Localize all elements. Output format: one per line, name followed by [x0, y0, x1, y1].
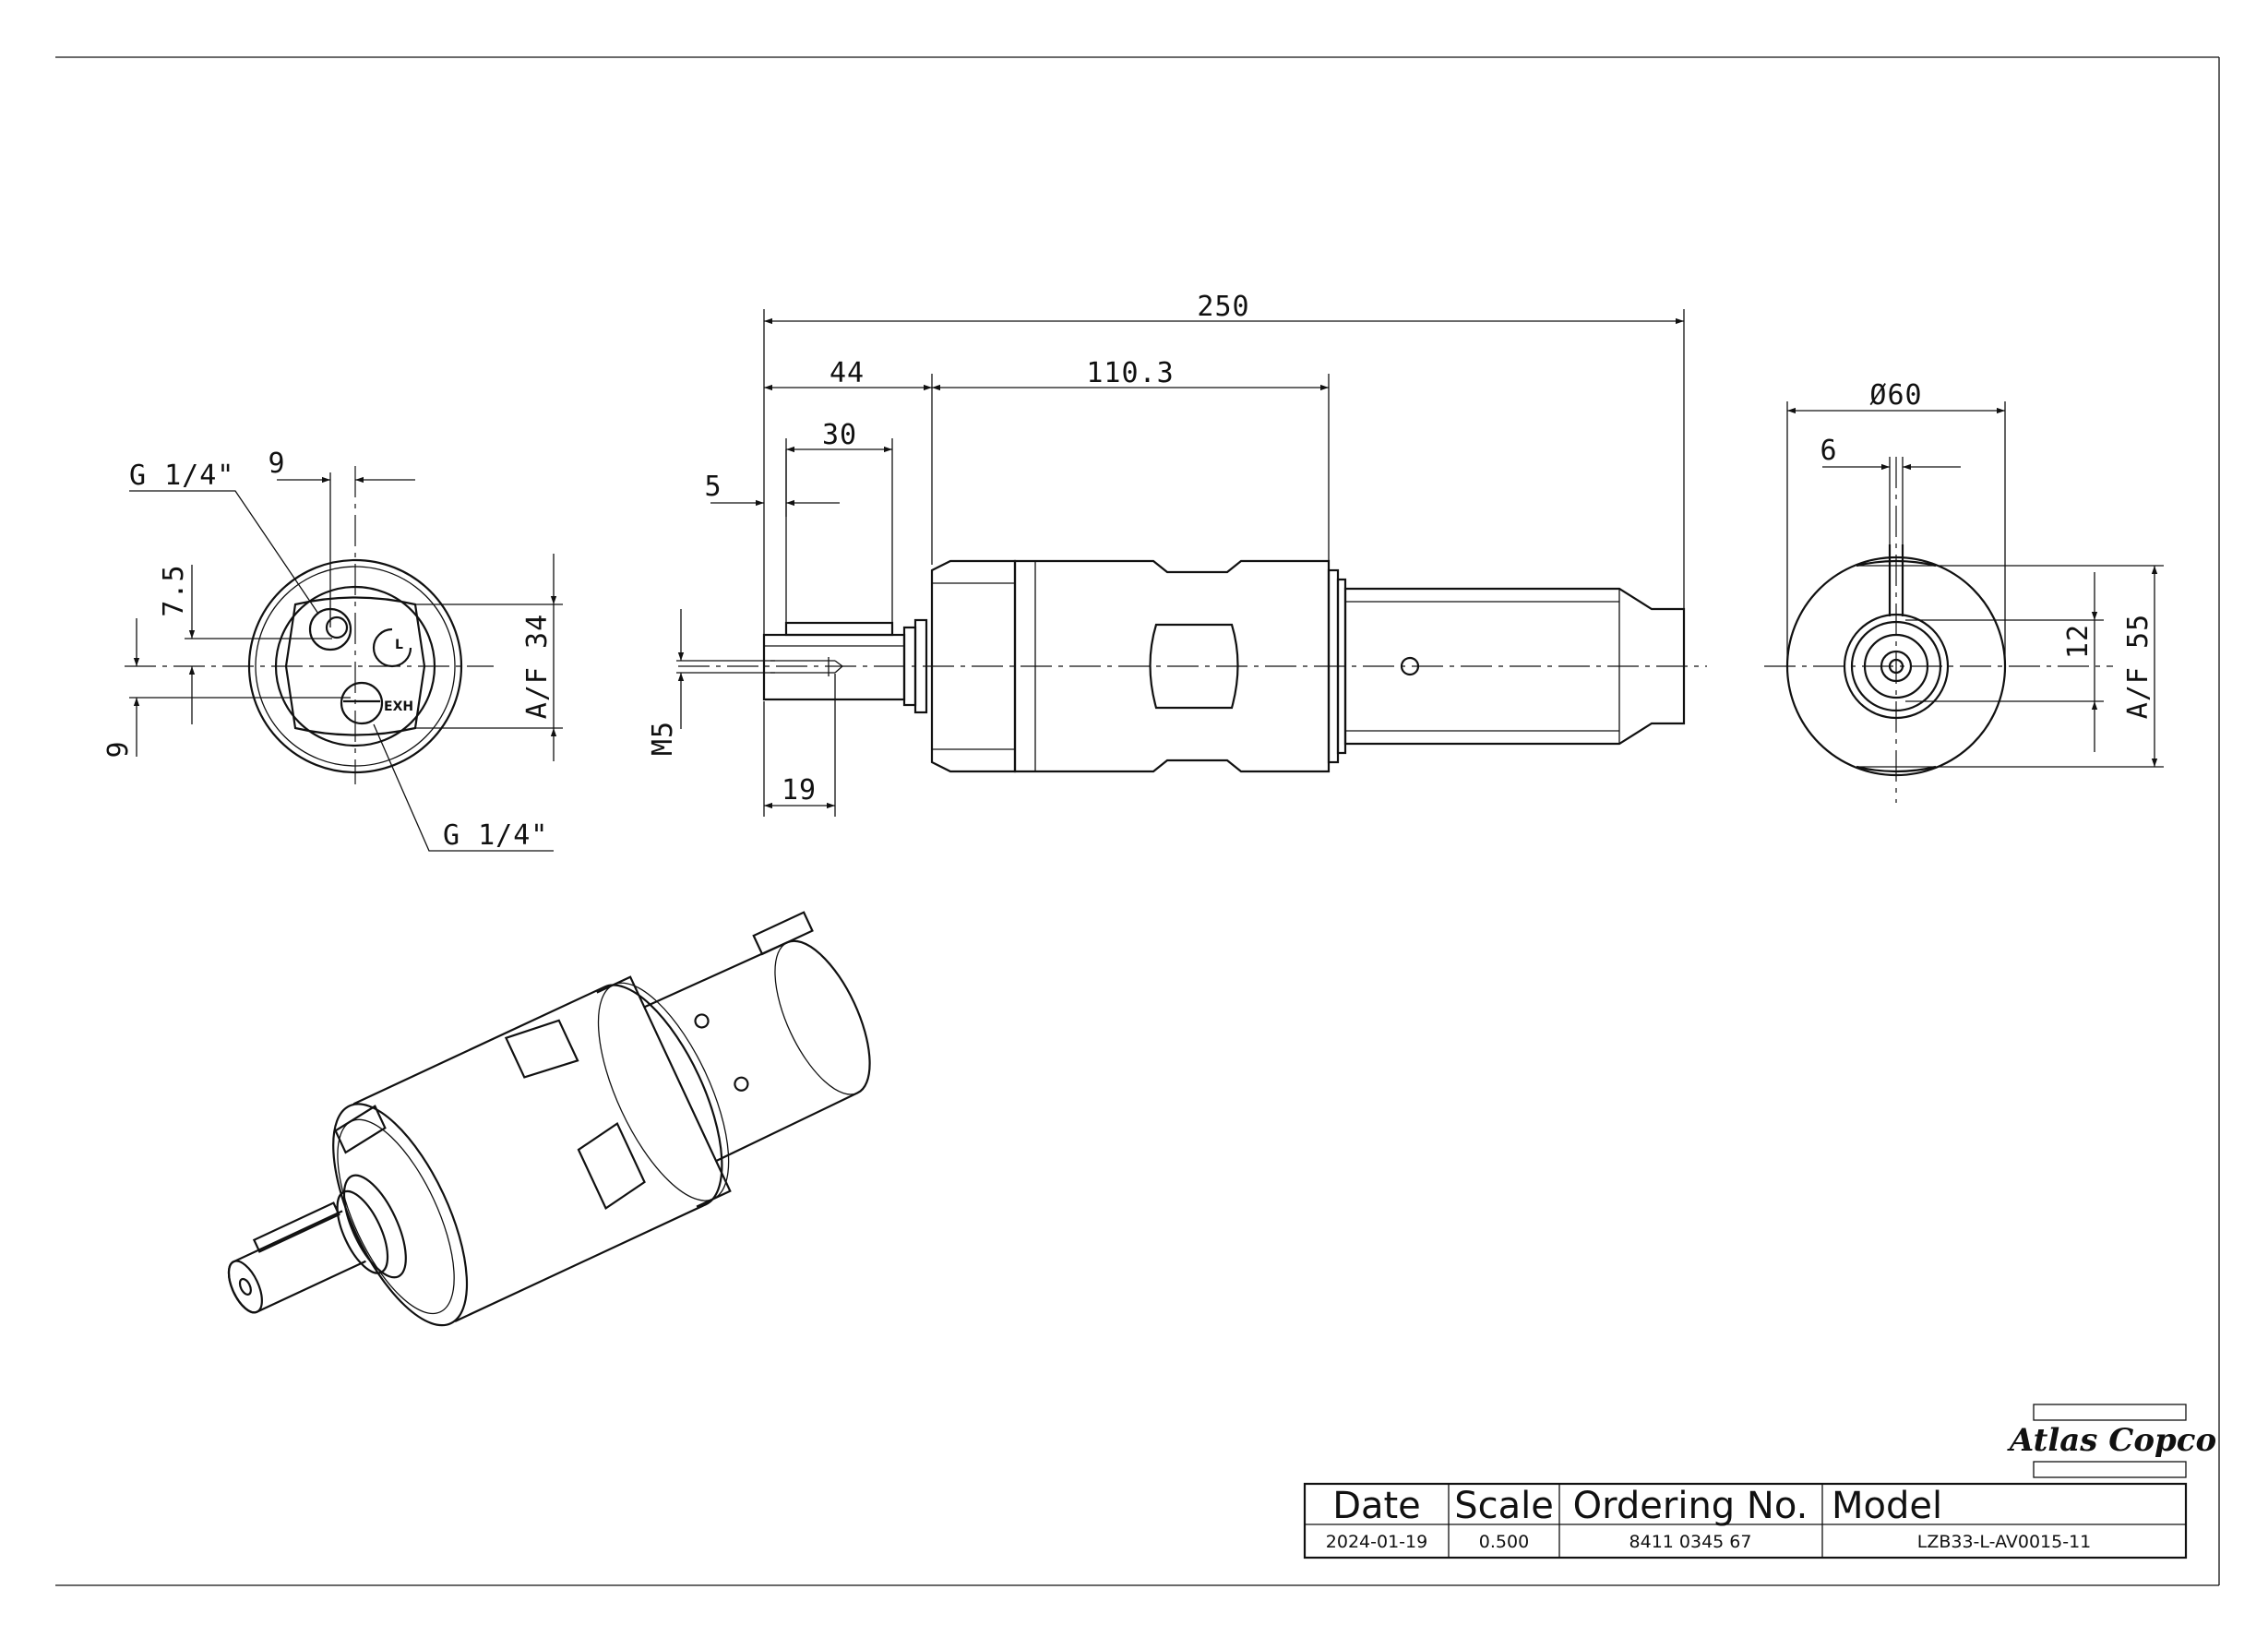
dim-thread-depth: 19 [782, 774, 817, 807]
rear-end-view: Ø60 6 12 A/F 55 [1764, 379, 2164, 803]
title-block-scale: 0.500 [1479, 1532, 1529, 1552]
dim-port-offset-lower: 9 [102, 740, 135, 758]
title-block-date: 2024-01-19 [1326, 1532, 1427, 1552]
exhaust-label: EXH [384, 699, 413, 714]
dim-body-length: 110.3 [1086, 357, 1174, 389]
dim-port-spacing: 9 [268, 448, 285, 480]
dim-overall-length: 250 [1197, 291, 1249, 323]
dim-af-small: A/F 34 [521, 614, 554, 719]
dim-shaft-offset: 5 [704, 471, 722, 503]
side-view: 250 44 110.3 30 5 M5 19 [647, 291, 1707, 817]
dim-port-offset-vertical: 7.5 [158, 564, 190, 616]
dim-diameter: Ø60 [1869, 379, 1922, 412]
dim-thread-size: M5 [647, 721, 679, 756]
dim-af-large: A/F 55 [2122, 614, 2155, 719]
isometric-view [227, 911, 871, 1327]
front-end-view: L EXH 9 7.5 9 A/F 34 G 1/4" G 1/4" [102, 448, 563, 852]
dim-key-length: 30 [822, 419, 857, 451]
inlet-thread-label: G 1/4" [129, 460, 234, 492]
dim-front-length: 44 [830, 357, 865, 389]
dim-key-height: 12 [2062, 624, 2095, 659]
dim-key-width: 6 [1820, 435, 1837, 467]
title-block-ordering-no: 8411 0345 67 [1629, 1532, 1752, 1552]
logo-text: Atlas Copco [2007, 1422, 2216, 1459]
title-block-header-scale: Scale [1454, 1485, 1554, 1527]
title-block-model: LZB33-L-AV0015-11 [1917, 1532, 2092, 1552]
exhaust-thread-label: G 1/4" [443, 819, 548, 852]
company-logo: Atlas Copco [2007, 1404, 2216, 1478]
inlet-symbol-label: L [395, 638, 403, 652]
title-block-header-date: Date [1332, 1485, 1421, 1527]
title-block: Date Scale Ordering No. Model 2024-01-19… [1303, 1482, 2188, 1559]
title-block-header-model: Model [1832, 1485, 1942, 1527]
title-block-header-ordering-no: Ordering No. [1573, 1485, 1808, 1527]
